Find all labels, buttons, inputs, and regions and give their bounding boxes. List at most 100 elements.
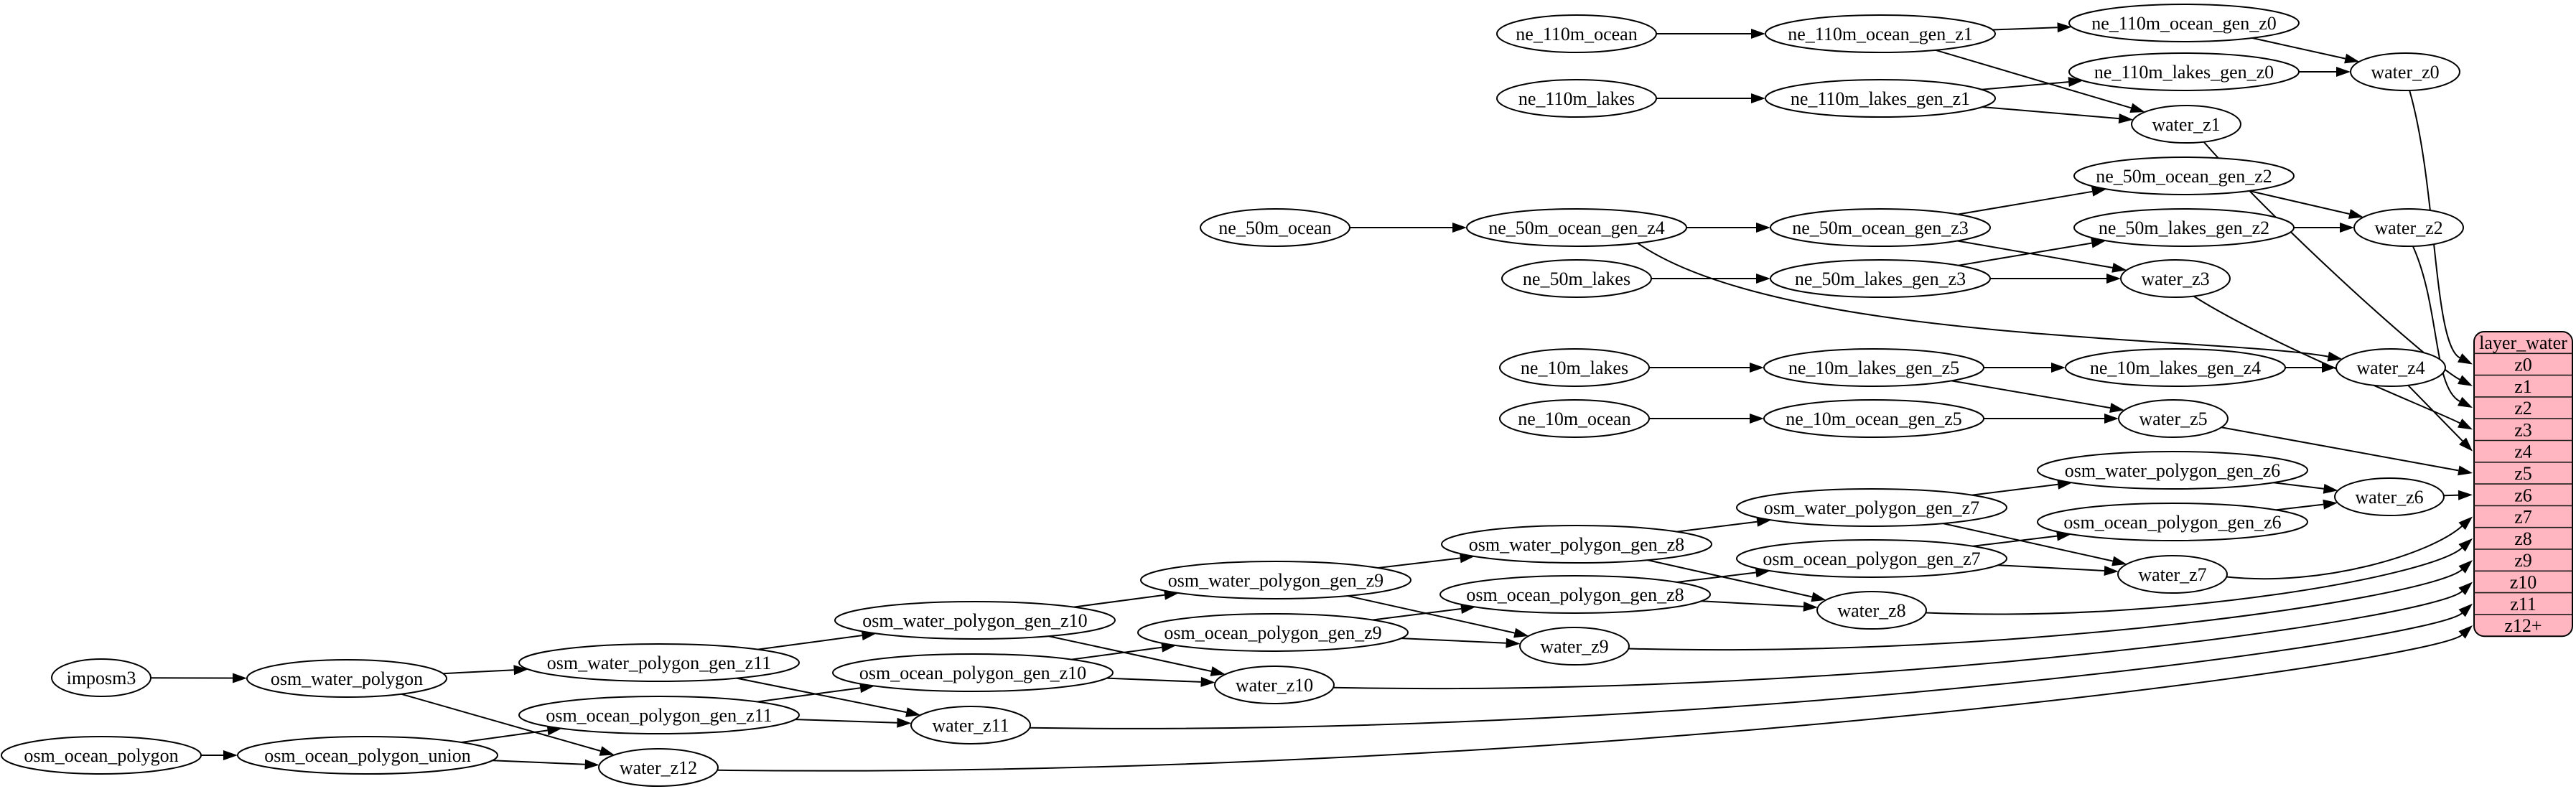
- node-shape-water_z7: [2117, 555, 2228, 594]
- node-shape-water_z0: [2350, 52, 2460, 91]
- node-label-ne_50m_ocean_gen_z2: ne_50m_ocean_gen_z2: [2096, 166, 2272, 187]
- edge-osm_water_polygon_gen_z7--water_z7-arrowhead: [2111, 556, 2127, 566]
- node-label-ne_10m_ocean_gen_z5: ne_10m_ocean_gen_z5: [1786, 408, 1961, 429]
- node-water_z12: water_z12: [598, 748, 719, 787]
- edge-osm_ocean_polygon_gen_z7--osm_ocean_polygon_gen_z6: [1972, 535, 2058, 547]
- node-ne_50m_ocean_gen_z3: ne_50m_ocean_gen_z3: [1770, 208, 1991, 247]
- node-shape-osm_ocean_polygon_gen_z8: [1439, 575, 1711, 614]
- node-water_z3: water_z3: [2120, 259, 2231, 298]
- node-ne_110m_ocean_gen_z0: ne_110m_ocean_gen_z0: [2068, 4, 2300, 42]
- node-water_z11: water_z11: [910, 706, 1031, 744]
- edge-water_z8--layer_water-z8-arrowhead: [2458, 538, 2473, 552]
- table-row-label-z9: z9: [2514, 550, 2532, 571]
- edge-osm_ocean_polygon_gen_z6--water_z6-arrowhead: [2323, 499, 2338, 510]
- table-row-label-z0: z0: [2514, 354, 2532, 375]
- node-water_z7: water_z7: [2117, 555, 2228, 594]
- node-shape-water_z2: [2353, 208, 2464, 247]
- node-water_z4: water_z4: [2335, 348, 2446, 387]
- edge-ne_50m_lakes_gen_z3--ne_50m_lakes_gen_z2: [1958, 242, 2092, 266]
- node-label-water_z5: water_z5: [2139, 408, 2207, 429]
- node-osm_ocean_polygon_gen_z6: osm_ocean_polygon_gen_z6: [2037, 503, 2308, 541]
- edge-osm_ocean_polygon_gen_z6--water_z6: [2275, 503, 2324, 511]
- node-water_z10: water_z10: [1214, 666, 1335, 704]
- node-label-osm_water_polygon_gen_z8: osm_water_polygon_gen_z8: [1469, 534, 1684, 555]
- table-row-label-z10: z10: [2510, 571, 2537, 592]
- node-water_z0: water_z0: [2350, 52, 2460, 91]
- table-row-label-z7: z7: [2514, 507, 2532, 528]
- edge-osm_water_polygon_gen_z8--water_z8-arrowhead: [1811, 592, 1826, 602]
- table-row-label-z5: z5: [2514, 463, 2532, 484]
- node-shape-ne_110m_lakes_gen_z1: [1765, 79, 1996, 118]
- node-shape-ne_10m_lakes_gen_z4: [2065, 348, 2286, 387]
- node-label-osm_ocean_polygon_gen_z7: osm_ocean_polygon_gen_z7: [1763, 548, 1980, 569]
- node-water_z2: water_z2: [2353, 208, 2464, 247]
- node-water_z9: water_z9: [1519, 627, 1630, 666]
- edge-ne_50m_ocean_gen_z4--water_z4: [1636, 242, 2328, 358]
- node-label-water_z8: water_z8: [1837, 600, 1905, 621]
- node-label-osm_ocean_polygon_union: osm_ocean_polygon_union: [264, 745, 470, 766]
- node-shape-ne_50m_ocean_gen_z2: [2073, 157, 2295, 195]
- node-shape-ne_50m_lakes: [1501, 259, 1652, 298]
- node-osm_ocean_polygon_union: osm_ocean_polygon_union: [237, 736, 498, 775]
- node-label-water_z12: water_z12: [620, 757, 697, 778]
- node-ne_50m_ocean_gen_z4: ne_50m_ocean_gen_z4: [1466, 208, 1687, 247]
- node-label-water_z0: water_z0: [2371, 62, 2439, 83]
- node-label-water_z1: water_z1: [2152, 114, 2220, 135]
- node-shape-ne_10m_lakes: [1499, 348, 1650, 387]
- node-shape-ne_50m_ocean_gen_z4: [1466, 208, 1687, 247]
- edge-water_z9--layer_water-z9-arrowhead: [2458, 560, 2473, 574]
- node-shape-osm_water_polygon_gen_z6: [2037, 451, 2308, 490]
- node-label-imposm3: imposm3: [67, 668, 136, 688]
- edge-ne_50m_ocean_gen_z2--water_z2-arrowhead: [2348, 209, 2363, 219]
- node-shape-ne_10m_ocean: [1499, 399, 1650, 438]
- edge-ne_110m_lakes_gen_z1--water_z1-arrowhead: [2118, 113, 2134, 124]
- edge-ne_50m_ocean_gen_z2--water_z2: [2249, 190, 2350, 215]
- node-shape-ne_110m_ocean_gen_z0: [2068, 4, 2300, 42]
- node-ne_10m_lakes_gen_z5: ne_10m_lakes_gen_z5: [1763, 348, 1984, 387]
- edge-layer: [150, 22, 2473, 772]
- edge-water_z10--layer_water-z10: [1333, 591, 2463, 690]
- node-osm_ocean_polygon_gen_z9: osm_ocean_polygon_gen_z9: [1137, 613, 1409, 652]
- node-ne_110m_lakes_gen_z0: ne_110m_lakes_gen_z0: [2068, 52, 2300, 91]
- node-label-water_z3: water_z3: [2141, 269, 2209, 289]
- node-label-water_z11: water_z11: [932, 715, 1009, 736]
- node-shape-ne_50m_lakes_gen_z3: [1770, 259, 1991, 298]
- node-label-osm_water_polygon_gen_z9: osm_water_polygon_gen_z9: [1168, 570, 1383, 591]
- node-label-osm_water_polygon_gen_z10: osm_water_polygon_gen_z10: [862, 610, 1087, 631]
- node-label-ne_50m_ocean: ne_50m_ocean: [1218, 218, 1331, 238]
- node-water_z6: water_z6: [2334, 477, 2445, 516]
- edge-osm_ocean_polygon_union--water_z12-arrowhead: [584, 759, 599, 770]
- node-ne_110m_ocean: ne_110m_ocean: [1496, 14, 1657, 53]
- edge-osm_water_polygon_gen_z11--osm_water_polygon_gen_z10: [757, 635, 862, 650]
- node-shape-osm_water_polygon: [246, 659, 447, 698]
- edge-water_z11--layer_water-z11: [1030, 612, 2463, 729]
- edge-ne_50m_lakes_gen_z2--water_z2-arrowhead: [2340, 223, 2354, 233]
- node-label-ne_10m_lakes_gen_z5: ne_10m_lakes_gen_z5: [1788, 358, 1959, 378]
- node-shape-osm_ocean_polygon_gen_z10: [832, 653, 1114, 692]
- table-row-label-z6: z6: [2514, 485, 2532, 505]
- node-label-osm_water_polygon_gen_z7: osm_water_polygon_gen_z7: [1764, 498, 1979, 518]
- edge-osm_water_polygon_gen_z10--water_z10: [1048, 635, 1212, 672]
- node-ne_50m_ocean_gen_z2: ne_50m_ocean_gen_z2: [2073, 157, 2295, 195]
- node-shape-osm_water_polygon_gen_z9: [1140, 561, 1411, 599]
- edge-imposm3--osm_water_polygon-arrowhead: [232, 673, 248, 683]
- node-label-osm_water_polygon: osm_water_polygon: [271, 668, 423, 689]
- edge-water_z1--layer_water-z1-arrowhead: [2458, 375, 2473, 386]
- node-shape-osm_water_polygon_gen_z11: [518, 643, 800, 682]
- node-shape-ne_110m_ocean: [1496, 14, 1657, 53]
- edge-water_z9--layer_water-z9: [1628, 569, 2463, 651]
- node-shape-ne_110m_ocean_gen_z1: [1765, 14, 1996, 53]
- edge-water_z5--layer_water-z5-arrowhead: [2458, 465, 2473, 476]
- edge-osm_ocean_polygon_gen_z8--osm_ocean_polygon_gen_z7: [1676, 571, 1756, 583]
- node-osm_water_polygon: osm_water_polygon: [246, 659, 447, 698]
- node-ne_10m_lakes_gen_z4: ne_10m_lakes_gen_z4: [2065, 348, 2286, 387]
- node-label-ne_110m_lakes: ne_110m_lakes: [1518, 88, 1635, 109]
- node-label-ne_50m_ocean_gen_z4: ne_50m_ocean_gen_z4: [1488, 218, 1664, 238]
- node-shape-osm_ocean_polygon_union: [237, 736, 498, 775]
- edge-osm_water_polygon_gen_z6--water_z6-arrowhead: [2323, 483, 2338, 494]
- node-shape-water_z1: [2131, 105, 2241, 144]
- node-shape-water_z5: [2118, 399, 2229, 438]
- node-shape-water_z3: [2120, 259, 2231, 298]
- edge-water_z0--layer_water-z0: [2409, 90, 2460, 359]
